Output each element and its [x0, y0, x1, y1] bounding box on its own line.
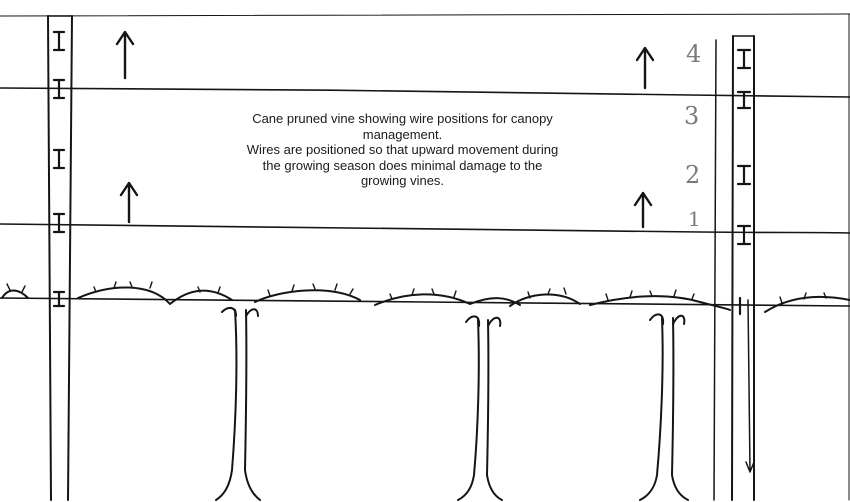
wire-label-3: 3 [684, 102, 699, 130]
sketch-border-top [0, 13, 850, 17]
caption-line-5: growing vines. [360, 173, 445, 188]
cordon-wire [0, 297, 850, 307]
cane-buds [6, 281, 827, 304]
vine-trunk-2 [457, 315, 503, 501]
wire-label-4: 4 [686, 40, 701, 68]
up-arrow-icon [115, 30, 135, 80]
up-arrow-icon [635, 46, 655, 90]
wire-clip-icon [52, 30, 66, 52]
up-arrow-icon [119, 181, 139, 224]
up-arrow-icon [633, 191, 653, 229]
wire-top [0, 87, 850, 98]
caption-line-2: management. [362, 126, 443, 142]
wire-clip-icon [736, 164, 752, 186]
cane-row [1, 286, 850, 313]
right-post [713, 35, 755, 501]
vine-trunk-3 [639, 313, 689, 501]
wire-clip-icon [52, 212, 66, 234]
caption-line-4: the growing season does minimal damage t… [262, 157, 543, 173]
left-post [47, 15, 73, 501]
caption-line-1: Cane pruned vine showing wire positions … [252, 111, 553, 126]
wire-clip-icon [736, 224, 752, 246]
caption-line-3: Wires are positioned so that upward move… [246, 142, 559, 157]
diagram-caption: Cane pruned vine showing wire positions … [190, 111, 615, 189]
wire-clip-icon [52, 148, 66, 170]
wire-label-1: 1 [688, 207, 701, 231]
wire-clip-icon [52, 78, 66, 100]
wire-clip-icon [736, 90, 752, 110]
vine-trunk-1 [215, 306, 261, 501]
wire-lower [0, 223, 850, 234]
wire-clip-icon [736, 48, 752, 70]
wire-clip-icon [52, 290, 66, 308]
wire-label-2: 2 [685, 161, 700, 189]
